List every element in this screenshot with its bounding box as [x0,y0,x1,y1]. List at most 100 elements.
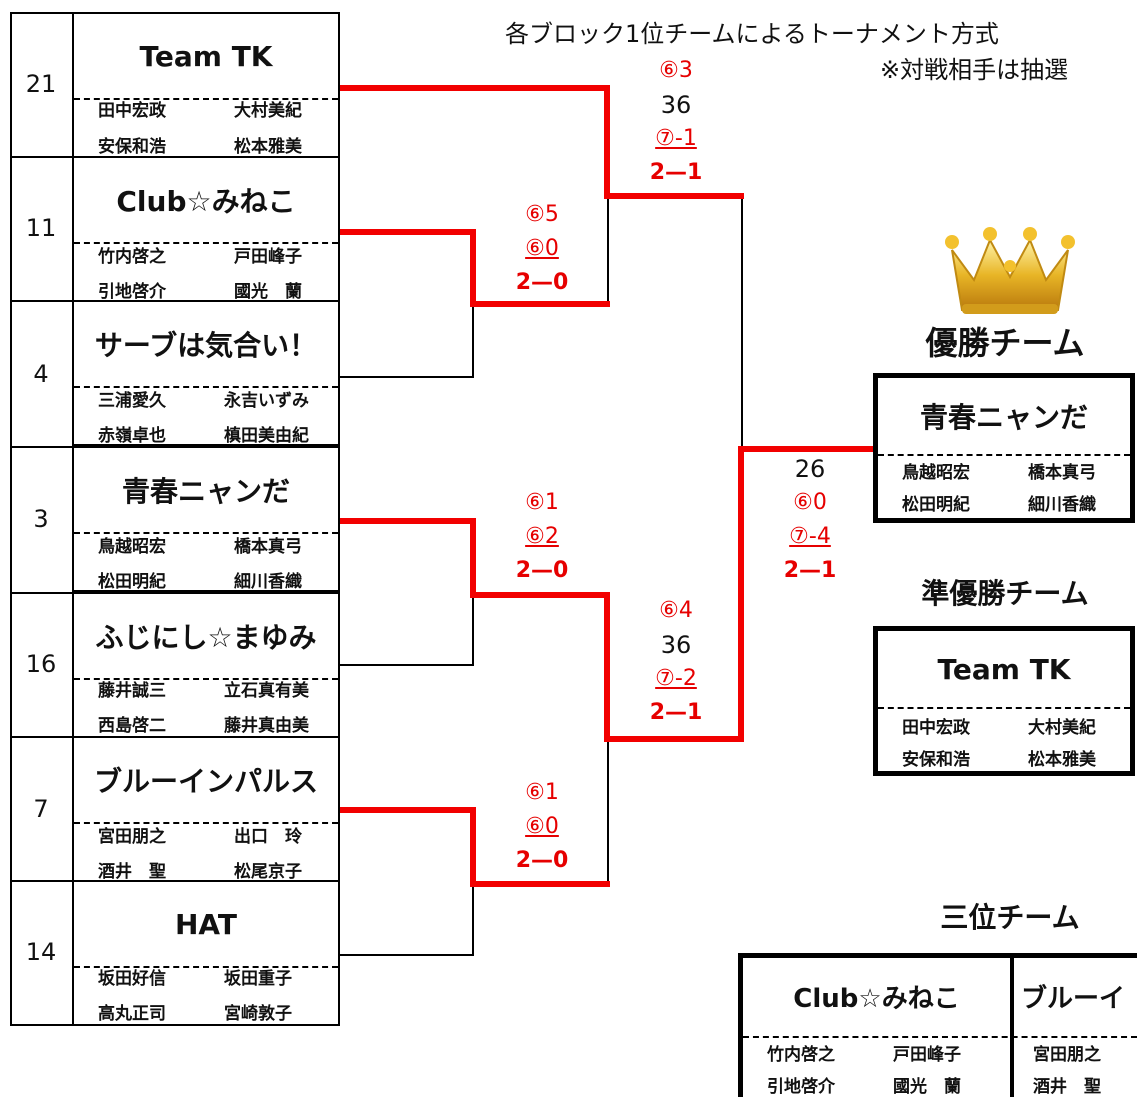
seed-number: 14 [25,938,57,966]
seed-divider [10,446,72,448]
player: 松田明紀 [98,572,166,592]
player: 橋本真弓 [1028,463,1096,483]
team-name: サーブは気合い！ [94,329,318,362]
winner-path [470,881,610,887]
winner-heading: 優勝チーム [925,324,1085,362]
score-r1b: ⑥1 ⑥2 2—0 [472,486,612,588]
score-set: ⑦-4 [789,524,831,549]
player: 戸田峰子 [893,1045,961,1065]
winner-path [738,446,744,742]
third-box-divider [1010,958,1014,1097]
winner-path [340,229,476,235]
player: 立石真有美 [224,681,309,701]
score-result: 2—0 [515,848,569,873]
seed-number: 4 [33,360,49,388]
team-box: HAT 坂田好信 坂田重子 高丸正司 宮崎敦子 [72,880,340,1026]
player: 出口 玲 [234,827,302,847]
player: 大村美紀 [234,101,302,121]
player: 松本雅美 [1028,750,1096,770]
player: 坂田重子 [224,969,292,989]
team-name: Club☆みねこ [116,185,296,218]
seed-divider [10,880,72,882]
player: 大村美紀 [1028,718,1096,738]
team-box: ふじにし☆まゆみ 藤井誠三 立石真有美 西島啓二 藤井真由美 [72,592,340,738]
player: 安保和浩 [902,750,970,770]
crown-icon [945,227,1075,314]
score-result: 2—1 [649,700,703,725]
team-name: Team TK [937,652,1071,686]
winner-path [470,592,610,598]
team-name: Club☆みねこ [793,983,960,1014]
third-heading: 三位チーム [940,901,1080,934]
team-box: サーブは気合い！ 三浦愛久 永吉いずみ 赤嶺卓也 槙田美由紀 [72,300,340,446]
team-box: 青春ニャンだ 鳥越昭宏 橋本真弓 松田明紀 細川香織 [72,446,340,592]
score-r1a: ⑥5 ⑥0 2—0 [472,198,612,300]
score-r1c: ⑥1 ⑥0 2—0 [472,776,612,878]
team-name: ふじにし☆まゆみ [95,621,317,654]
winner-path [470,807,476,887]
winner-path [604,85,610,199]
team-name: ブルーインパルス [93,765,318,798]
score-set: ⑦-2 [655,666,697,691]
header-title: 各ブロック1位チームによるトーナメント方式 [505,20,999,48]
seed-divider [10,736,72,738]
player: 槙田美由紀 [224,426,309,446]
winner-path [470,518,476,598]
seed-number: 7 [33,795,49,823]
player: 竹内啓之 [767,1045,835,1065]
score-set: ⑥0 [793,490,827,515]
score-set: 36 [660,631,692,659]
winner-path [738,446,878,452]
winner-path [604,193,744,199]
team-box: ブルーインパルス 宮田朋之 出口 玲 酒井 聖 松尾京子 [72,736,340,882]
player: 國光 蘭 [234,282,302,302]
player: 引地啓介 [98,282,166,302]
seed-number: 11 [25,214,57,242]
winner-path [604,736,744,742]
score-set: ⑥0 [525,236,559,261]
player: 高丸正司 [98,1004,166,1024]
score-final: 26 ⑥0 ⑦-4 2—1 [740,452,880,588]
player: 三浦愛久 [98,391,166,411]
divider [74,386,338,388]
divider [878,707,1130,709]
player: 宮田朋之 [98,827,166,847]
seed-number: 16 [25,650,57,678]
team-name: Team TK [139,39,273,73]
score-result: 2—1 [649,160,703,185]
player: 戸田峰子 [234,247,302,267]
runnerup-heading: 準優勝チーム [921,577,1089,610]
score-set: ⑥1 [525,490,559,515]
player: 鳥越昭宏 [902,463,970,483]
player: 永吉いずみ [224,391,309,411]
divider [878,454,1130,456]
score-set: 36 [660,91,692,119]
player: 赤嶺卓也 [98,426,166,446]
score-set: ⑥1 [525,780,559,805]
player: 藤井真由美 [224,716,309,736]
winner-path [340,807,476,813]
divider [74,678,338,680]
player: 藤井誠三 [98,681,166,701]
player: 引地啓介 [767,1077,835,1097]
score-set: ⑥2 [525,524,559,549]
team-name: ブルーイ [1021,983,1126,1014]
bracket-line [340,376,474,378]
player: 田中宏政 [98,101,166,121]
divider [743,1036,1137,1038]
third-box: Club☆みねこ ブルーイ 竹内啓之 戸田峰子 引地啓介 國光 蘭 宮田朋之 酒… [738,953,1137,1097]
divider [74,98,338,100]
player: 坂田好信 [98,969,166,989]
divider [74,966,338,968]
score-set: 26 [794,455,826,483]
score-result: 2—1 [783,558,837,583]
score-result: 2—0 [515,558,569,583]
player: 宮田朋之 [1033,1045,1101,1065]
winner-box: 青春ニャンだ 鳥越昭宏 橋本真弓 松田明紀 細川香織 [873,373,1135,523]
winner-path [340,518,476,524]
seed-column [10,12,72,1026]
winner-path [470,229,476,307]
seed-number: 21 [25,70,57,98]
player: 松尾京子 [234,862,302,882]
player: 橋本真弓 [234,537,302,557]
